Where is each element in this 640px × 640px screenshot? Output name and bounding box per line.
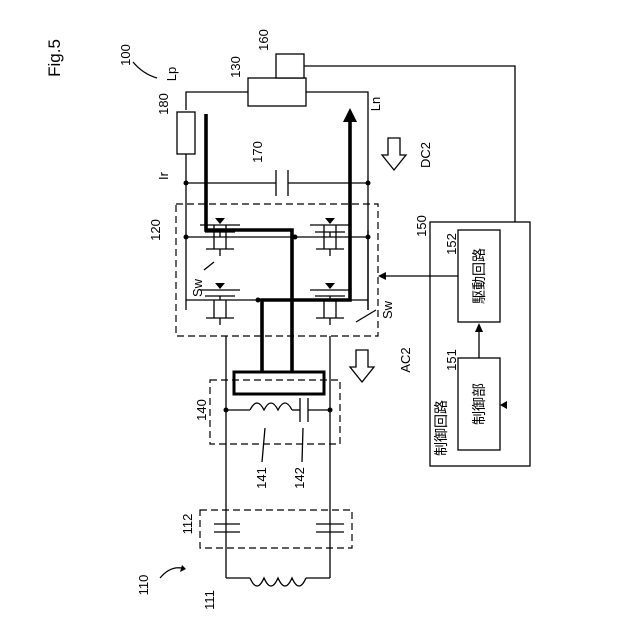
line-ln <box>306 92 368 310</box>
control-circuit-label: 制御回路 <box>434 400 450 456</box>
switch-lower-right <box>310 283 350 325</box>
label-142: 142 <box>292 467 307 489</box>
current-loop-box <box>234 372 324 394</box>
figure-title: Fig.5 <box>45 39 64 77</box>
current-path-ir-left <box>206 114 292 372</box>
node-dot <box>256 298 261 303</box>
label-140: 140 <box>194 399 209 421</box>
leader-142 <box>302 428 303 462</box>
label-111: 111 <box>202 590 217 610</box>
resistor-180 <box>177 112 195 154</box>
label-110: 110 <box>136 575 151 596</box>
block-112-boundary <box>200 510 352 548</box>
dc2-arrow <box>382 138 406 170</box>
drive-circuit-label: 駆動回路 <box>472 248 488 304</box>
current-path-ir-right <box>262 118 350 372</box>
node-dot <box>366 235 371 240</box>
ac2-arrow <box>350 350 374 382</box>
label-sw-right: Sw <box>380 300 395 319</box>
sw-left-pointer <box>204 262 214 270</box>
current-path-arrowhead <box>343 108 357 122</box>
label-sw-left: Sw <box>190 278 205 297</box>
node-dot <box>184 181 189 186</box>
label-170: 170 <box>250 141 265 163</box>
label-130: 130 <box>228 56 243 78</box>
sensor-160 <box>276 54 304 78</box>
label-151: 151 <box>444 349 459 371</box>
sw-right-pointer <box>356 310 376 322</box>
leader-141 <box>262 428 265 462</box>
leader-110 <box>160 568 182 578</box>
node-dot <box>366 181 371 186</box>
coil-141 <box>250 403 292 410</box>
control-unit-label: 制御部 <box>472 383 488 425</box>
battery-130 <box>248 78 306 106</box>
label-ln: Ln <box>368 97 383 111</box>
label-ir: Ir <box>156 171 171 180</box>
label-120: 120 <box>148 219 163 241</box>
label-100: 100 <box>118 44 133 66</box>
label-ac2: AC2 <box>398 347 413 372</box>
label-160: 160 <box>256 29 271 51</box>
resonant-140-boundary <box>210 380 340 444</box>
label-dc2: DC2 <box>418 142 433 168</box>
label-152: 152 <box>444 233 459 255</box>
label-180: 180 <box>156 93 171 115</box>
switch-lower-left <box>200 283 240 325</box>
node-dot <box>184 235 189 240</box>
label-141: 141 <box>254 467 269 489</box>
line-lp <box>186 92 248 110</box>
coil-111 <box>250 578 306 586</box>
figure-title-text: Fig.5 <box>45 39 64 77</box>
leader-100 <box>133 62 157 78</box>
label-lp: Lp <box>164 67 179 81</box>
label-150: 150 <box>414 215 429 237</box>
signal-152-to-120-arrowhead <box>378 272 386 280</box>
label-112: 112 <box>180 514 195 535</box>
